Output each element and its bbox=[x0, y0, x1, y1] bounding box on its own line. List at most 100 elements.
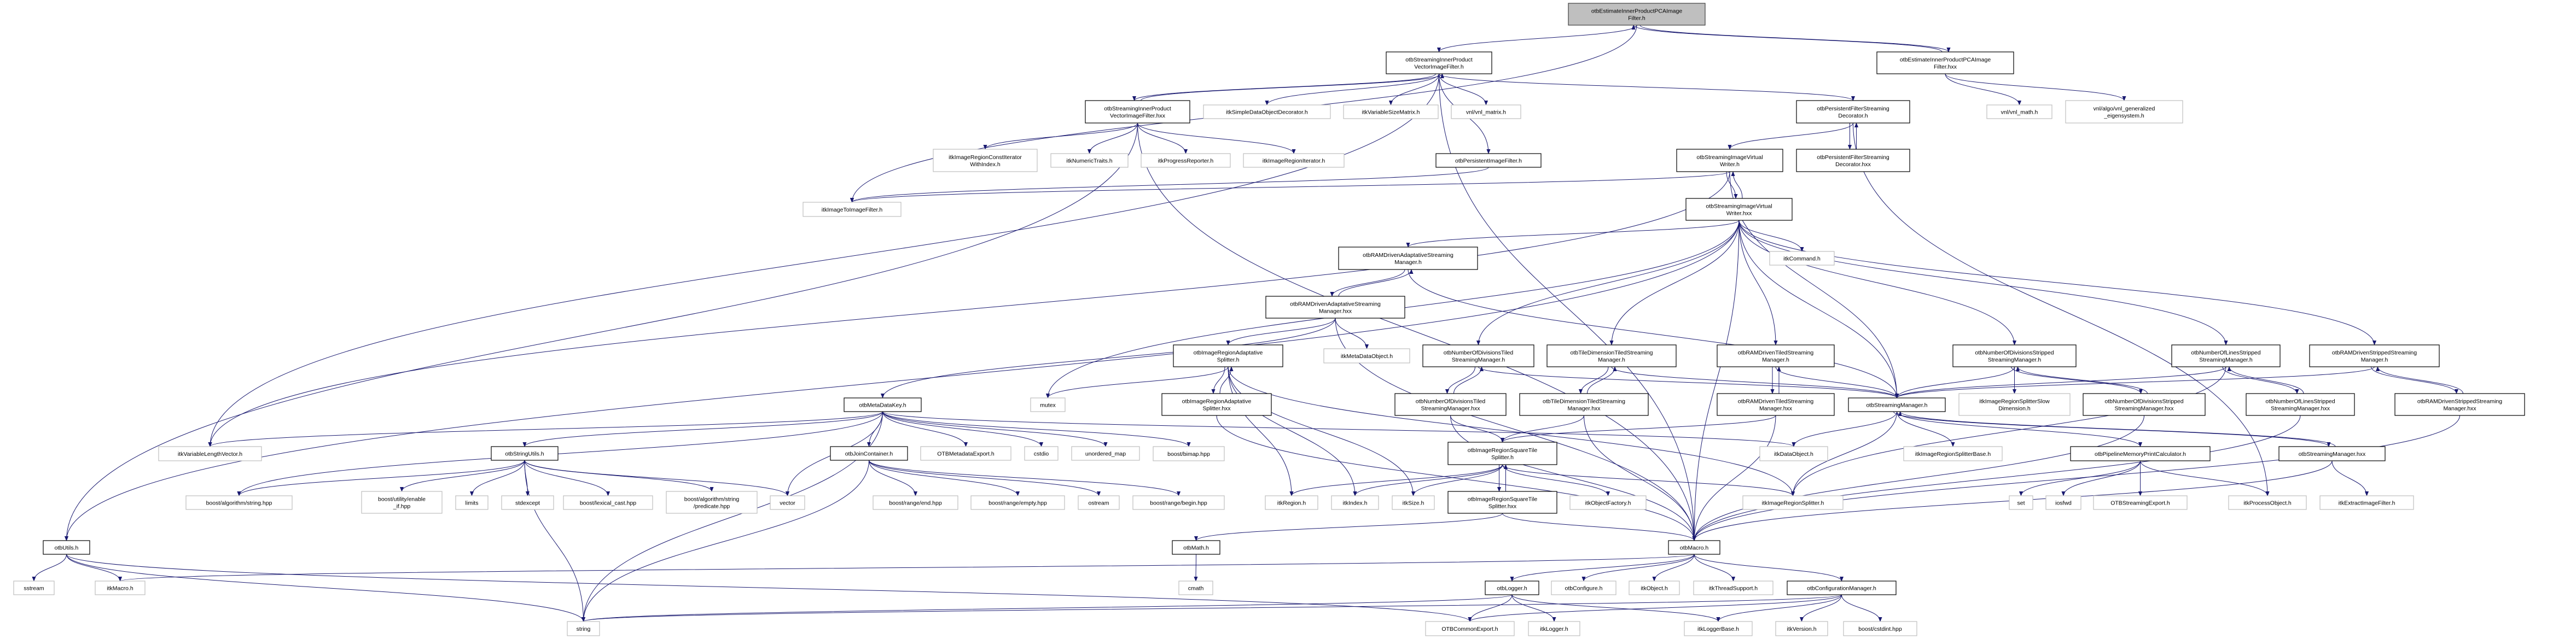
node-nodtiled_hxx[interactable]: otbNumberOfDivisionsTiledStreamingManage… bbox=[1394, 393, 1507, 416]
node-sipvf_hxx[interactable]: otbStreamingInnerProductVectorImageFilte… bbox=[1085, 100, 1190, 124]
node-itkobject: itkObject.h bbox=[1629, 581, 1680, 595]
node-box bbox=[844, 397, 922, 412]
node-label: otbPersistentFilterStreaming bbox=[1817, 105, 1889, 112]
edge-nodtiled_hxx-to-otbmacro bbox=[1450, 415, 1696, 541]
node-tiledim_hxx[interactable]: otbTileDimensionTiledStreamingManager.hx… bbox=[1519, 393, 1649, 416]
node-box bbox=[563, 495, 653, 510]
node-itklogger: itkLogger.h bbox=[1528, 621, 1580, 636]
node-pca_hxx[interactable]: otbEstimateInnerProductPCAImageFilter.hx… bbox=[1876, 51, 2014, 74]
edge-pfsd_h-to-processobject bbox=[1853, 122, 2270, 496]
node-nolstrip_h[interactable]: otbNumberOfLinesStrippedStreamingManager… bbox=[2171, 344, 2281, 367]
edge-sipvf_h-to-itkvarlenvec bbox=[208, 73, 1439, 447]
node-box bbox=[2171, 344, 2281, 367]
node-ramadapt_hxx[interactable]: otbRAMDrivenAdaptativeStreamingManager.h… bbox=[1265, 296, 1405, 319]
node-box bbox=[185, 495, 293, 510]
node-stringutils[interactable]: otbStringUtils.h bbox=[491, 446, 559, 461]
node-label: itkImageToImageFilter.h bbox=[822, 207, 883, 213]
node-label: otbStreamingInnerProduct bbox=[1405, 57, 1473, 63]
node-pmpc[interactable]: otbPipelineMemoryPrintCalculator.h bbox=[2070, 446, 2211, 461]
node-otblogger[interactable]: otbLogger.h bbox=[1485, 581, 1539, 595]
node-box bbox=[770, 495, 805, 510]
node-objectfactory: itkObjectFactory.h bbox=[1569, 495, 1647, 510]
edge-sm_h-to-regionsplitter bbox=[1790, 411, 1897, 496]
node-threadsupport: itkThreadSupport.h bbox=[1693, 581, 1773, 595]
node-otbmacro[interactable]: otbMacro.h bbox=[1668, 540, 1720, 555]
edge-stringutils-to-boost_string bbox=[237, 460, 525, 496]
node-box bbox=[1769, 251, 1835, 266]
node-nodtiled_h[interactable]: otbNumberOfDivisionsTiledStreamingManage… bbox=[1422, 344, 1534, 367]
node-limits: limits bbox=[455, 495, 489, 510]
node-box bbox=[361, 491, 443, 514]
node-box bbox=[970, 495, 1065, 510]
node-label: Splitter.hxx bbox=[1202, 406, 1231, 412]
node-persistentimg[interactable]: otbPersistentImageFilter.h bbox=[1435, 153, 1542, 168]
edge-sivw_h-to-itkvarlenvec bbox=[208, 171, 1730, 447]
node-nolstrip_hxx[interactable]: otbNumberOfLinesStrippedStreamingManager… bbox=[2246, 393, 2355, 416]
edge-otbmacro-to-threadsupport bbox=[1694, 554, 1736, 582]
node-box bbox=[1742, 495, 1844, 510]
node-sipvf_h[interactable]: otbStreamingInnerProductVectorImageFilte… bbox=[1386, 51, 1492, 74]
node-sm_h[interactable]: otbStreamingManager.h bbox=[1848, 397, 1946, 412]
node-otbutils[interactable]: otbUtils.h bbox=[43, 540, 90, 555]
node-pfsd_hxx[interactable]: otbPersistentFilterStreamingDecorator.hx… bbox=[1796, 149, 1910, 172]
edge-sipvf_hxx-to-progress bbox=[1137, 122, 1188, 154]
node-joincontainer[interactable]: otbJoinContainer.h bbox=[830, 446, 908, 461]
node-box bbox=[1451, 104, 1521, 119]
node-box bbox=[1796, 100, 1910, 124]
node-box bbox=[455, 495, 489, 510]
node-nodstrip_hxx[interactable]: otbNumberOfDivisionsStrippedStreamingMan… bbox=[2083, 393, 2206, 416]
node-label: itkCommand.h bbox=[1783, 256, 1821, 262]
node-progress: itkProgressReporter.h bbox=[1141, 153, 1231, 168]
node-box bbox=[1693, 581, 1773, 595]
node-lexical_cast: boost/lexical_cast.hpp bbox=[563, 495, 653, 510]
node-sm_hxx[interactable]: otbStreamingManager.hxx bbox=[2278, 446, 2386, 461]
node-box bbox=[830, 446, 908, 461]
node-label: otbMetaDataKey.h bbox=[859, 402, 906, 409]
node-box bbox=[567, 621, 600, 636]
node-nodstrip_h[interactable]: otbNumberOfDivisionsStrippedStreamingMan… bbox=[1952, 344, 2077, 367]
edge-sivw_hxx-to-itkcommand bbox=[1738, 220, 1804, 252]
edge-otblogger-to-string bbox=[582, 594, 1513, 622]
node-varsizematrix: itkVariableSizeMatrix.h bbox=[1343, 104, 1439, 119]
node-label: Manager.h bbox=[2361, 357, 2388, 364]
edge-stringutils-to-limits bbox=[469, 460, 525, 496]
node-box bbox=[1161, 393, 1272, 416]
node-box bbox=[1132, 495, 1225, 510]
edge-pca_hxx-to-vnl_math bbox=[1945, 73, 2022, 105]
edge-nodtiled_hxx-to-squaretile_h bbox=[1450, 415, 1505, 443]
edge-ramadapt_hxx-to-metadataobject bbox=[1335, 318, 1369, 349]
node-configmgr[interactable]: otbConfigurationManager.h bbox=[1787, 581, 1897, 595]
node-box bbox=[1685, 198, 1793, 221]
node-box bbox=[803, 202, 902, 217]
node-otbmath[interactable]: otbMath.h bbox=[1172, 540, 1220, 555]
node-box bbox=[1676, 149, 1783, 172]
edge-nolstrip_h-to-nolstrip_hxx bbox=[2222, 366, 2299, 394]
node-box bbox=[2309, 344, 2440, 367]
edge-iras_h-to-itksize bbox=[1228, 366, 1416, 496]
node-box bbox=[1173, 344, 1283, 367]
node-box bbox=[2009, 495, 2033, 510]
node-box bbox=[1323, 348, 1410, 364]
edge-joincontainer-to-range_end bbox=[869, 460, 918, 496]
node-vnl_gen: vnl/algo/vnl_generalized_eigensystem.h bbox=[2065, 100, 2183, 124]
node-box bbox=[873, 495, 958, 510]
node-metadatakey[interactable]: otbMetaDataKey.h bbox=[844, 397, 922, 412]
node-label: Manager.hxx bbox=[2443, 406, 2476, 412]
edge-otbutils-to-string bbox=[66, 554, 585, 622]
node-label: VectorImageFilter.hxx bbox=[1110, 113, 1166, 119]
